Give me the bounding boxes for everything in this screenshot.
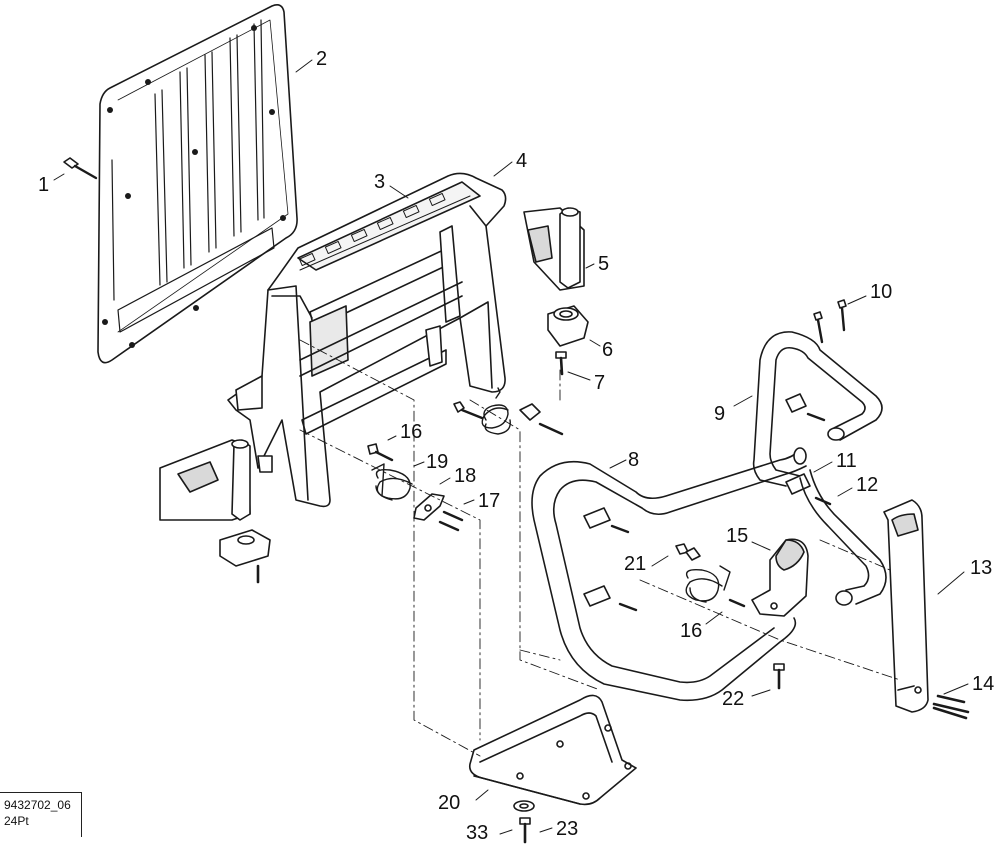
backrest-panel	[97, 4, 298, 364]
bolts-14	[932, 694, 970, 720]
callout-19: 19	[426, 451, 449, 473]
screw-1	[63, 157, 98, 180]
callout-8: 8	[628, 449, 640, 471]
brackets-8	[583, 507, 638, 612]
callout-5: 5	[598, 253, 610, 275]
callout-10: 10	[870, 281, 893, 303]
callout-4: 4	[516, 150, 528, 172]
callout-16-left: 16	[400, 421, 423, 443]
callout-6: 6	[602, 339, 614, 361]
callout-17: 17	[478, 490, 501, 512]
reference-code: 9432702_06	[4, 798, 71, 812]
callout-22: 22	[722, 688, 745, 710]
callout-2: 2	[316, 48, 328, 70]
reference-box: 9432702_06 24Pt	[0, 792, 82, 837]
bushing-6	[547, 305, 589, 347]
bracket-9	[785, 393, 826, 422]
handle-13	[883, 499, 929, 713]
callout-14: 14	[972, 673, 995, 695]
callout-1: 1	[38, 174, 50, 196]
tube-9	[752, 331, 883, 487]
screw-7	[555, 351, 567, 376]
bushing-left	[219, 529, 271, 567]
callout-3: 3	[374, 171, 386, 193]
callout-21: 21	[624, 553, 647, 575]
link-plate-18	[413, 493, 445, 521]
callout-15: 15	[726, 525, 749, 547]
footrest-20	[468, 694, 637, 806]
screw-17	[438, 510, 464, 532]
callout-20: 20	[438, 792, 461, 814]
spring-upper	[481, 387, 511, 435]
callout-13: 13	[970, 557, 993, 579]
callout-7: 7	[594, 372, 606, 394]
washer-small	[367, 401, 564, 462]
callout-23: 23	[556, 818, 579, 840]
callout-16-right: 16	[680, 620, 703, 642]
hinge-bracket	[523, 207, 585, 291]
callout-9: 9	[714, 403, 726, 425]
callout-33: 33	[466, 822, 489, 844]
tube-8	[531, 447, 887, 702]
callout-12: 12	[856, 474, 879, 496]
spring-right	[685, 565, 731, 603]
seat-frame	[227, 172, 507, 508]
clamp-15	[751, 538, 809, 617]
reference-sub: 24Pt	[4, 814, 29, 828]
screw-21	[675, 543, 701, 561]
hinge-bracket-left	[159, 439, 251, 521]
callout-11: 11	[836, 450, 857, 472]
callout-18: 18	[454, 465, 477, 487]
